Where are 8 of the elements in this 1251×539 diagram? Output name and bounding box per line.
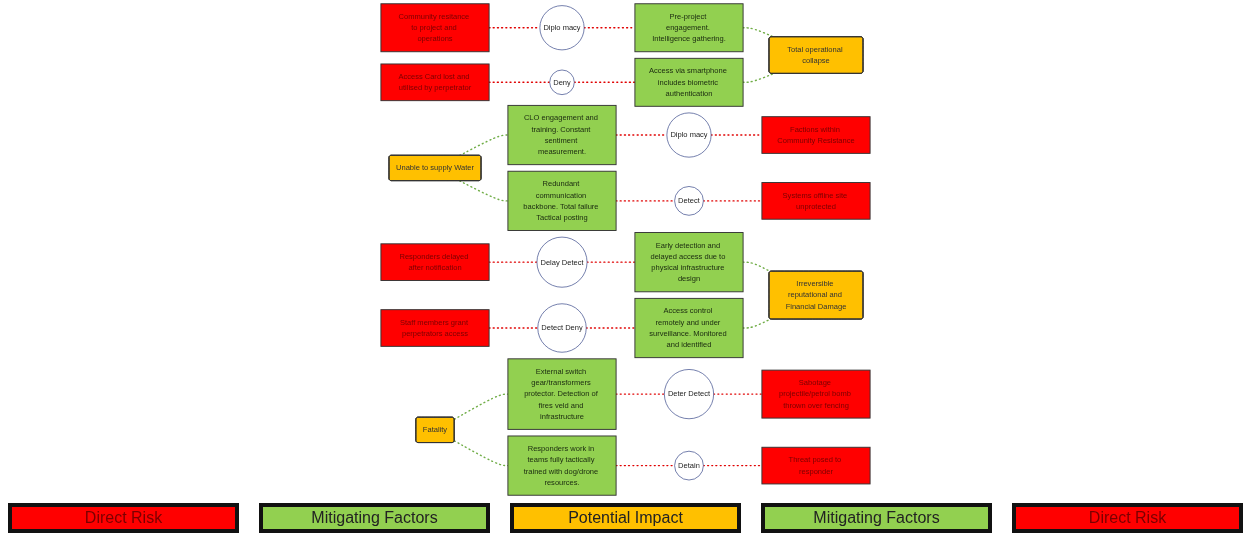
connector bbox=[712, 393, 763, 395]
legend-bar: Direct Risk bbox=[8, 503, 239, 533]
legend-bar: Potential Impact bbox=[510, 503, 741, 533]
legend-bar: Mitigating Factors bbox=[761, 503, 992, 533]
legend-bar: Direct Risk bbox=[1012, 503, 1243, 533]
connector bbox=[459, 134, 509, 157]
legend-bar: Mitigating Factors bbox=[259, 503, 490, 533]
connector bbox=[459, 180, 509, 202]
